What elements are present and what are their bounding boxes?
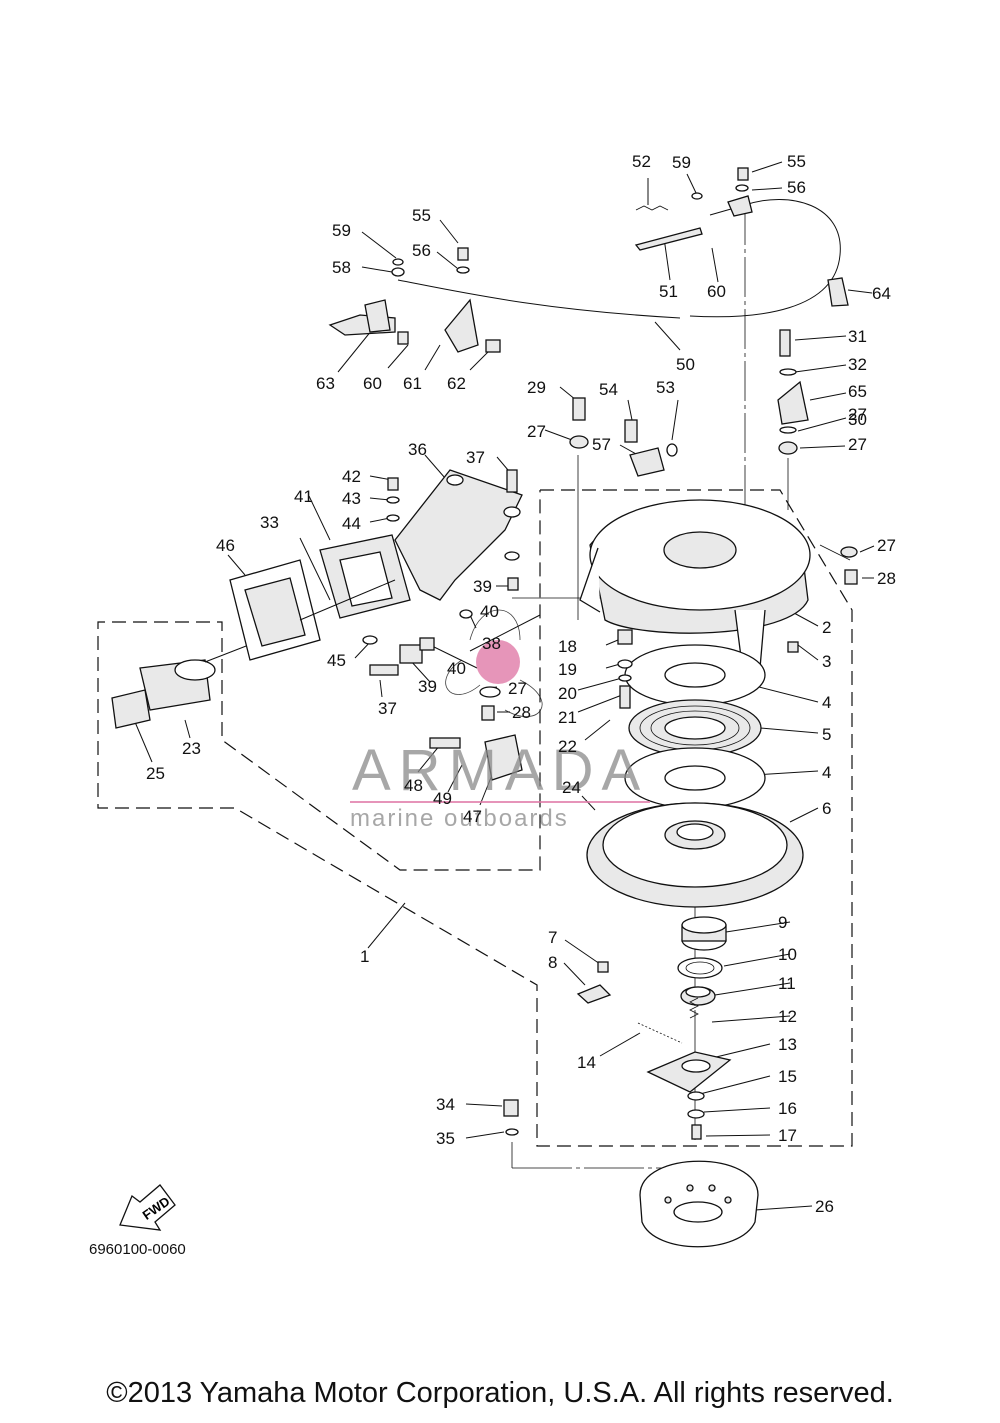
callout-17: 17 xyxy=(778,1126,797,1145)
pawl-parts xyxy=(576,916,732,1140)
callout-12: 12 xyxy=(778,1007,797,1026)
callout-61: 61 xyxy=(403,374,422,393)
callout-27-c: 27 xyxy=(848,435,867,454)
callout-9: 9 xyxy=(778,913,787,932)
callout-10: 10 xyxy=(778,945,797,964)
callout-53: 53 xyxy=(656,378,675,397)
callout-47: 47 xyxy=(463,807,482,826)
lockout-bracket xyxy=(394,469,523,601)
diagram-code: 6960100-0060 xyxy=(89,1241,186,1258)
callout-55-b: 55 xyxy=(412,206,431,225)
callout-57: 57 xyxy=(592,435,611,454)
callout-15: 15 xyxy=(778,1067,797,1086)
callout-41: 41 xyxy=(294,487,313,506)
pulley-cup xyxy=(639,1160,759,1248)
linkage-parts xyxy=(328,167,858,1136)
lockout-plunger xyxy=(369,637,523,781)
callout-56-a: 56 xyxy=(787,178,806,197)
callout-62: 62 xyxy=(447,374,466,393)
callout-4a: 4 xyxy=(822,693,831,712)
callout-16: 16 xyxy=(778,1099,797,1118)
callout-2: 2 xyxy=(822,618,831,637)
callout-48: 48 xyxy=(404,776,423,795)
callout-51: 51 xyxy=(659,282,678,301)
leader-lines xyxy=(134,161,875,1211)
callout-labels: 1 2 3 4 4 5 6 7 8 9 10 11 12 13 14 15 16… xyxy=(146,152,896,1216)
callout-27-b: 27 xyxy=(527,422,546,441)
callout-45: 45 xyxy=(327,651,346,670)
callout-29: 29 xyxy=(527,378,546,397)
spring-stack xyxy=(624,644,766,809)
callout-33: 33 xyxy=(260,513,279,532)
callout-60-b: 60 xyxy=(363,374,382,393)
callout-56-b: 56 xyxy=(412,241,431,260)
callout-32: 32 xyxy=(848,355,867,374)
callout-63: 63 xyxy=(316,374,335,393)
callout-65: 65 xyxy=(848,382,867,401)
callout-28-b: 28 xyxy=(512,703,531,722)
fwd-arrow-icon: FWD xyxy=(119,1184,176,1231)
callout-27-d: 27 xyxy=(877,536,896,555)
callout-64: 64 xyxy=(872,284,891,303)
copyright-notice: ©2013 Yamaha Motor Corporation, U.S.A. A… xyxy=(106,1377,894,1409)
callout-28-a: 28 xyxy=(877,569,896,588)
callout-39-a: 39 xyxy=(473,577,492,596)
callout-37-a: 37 xyxy=(466,448,485,467)
callout-13: 13 xyxy=(778,1035,797,1054)
callout-23: 23 xyxy=(182,739,201,758)
callout-50: 50 xyxy=(676,355,695,374)
callout-14: 14 xyxy=(577,1053,596,1072)
callout-58: 58 xyxy=(332,258,351,277)
callout-40-a: 40 xyxy=(480,602,499,621)
callout-44: 44 xyxy=(342,514,361,533)
callout-3: 3 xyxy=(822,652,831,671)
callout-30: 30 xyxy=(848,410,867,429)
callout-11: 11 xyxy=(778,974,796,993)
callout-37-b: 37 xyxy=(378,699,397,718)
callout-60-a: 60 xyxy=(707,282,726,301)
callout-59-b: 59 xyxy=(332,221,351,240)
callout-39-b: 39 xyxy=(418,677,437,696)
callout-18: 18 xyxy=(558,637,577,656)
watermark-brand: ARMADA xyxy=(352,738,648,803)
callout-40-b: 40 xyxy=(447,659,466,678)
starter-case xyxy=(299,534,411,621)
callout-4b: 4 xyxy=(822,763,831,782)
callout-25: 25 xyxy=(146,764,165,783)
sheave-drum xyxy=(586,802,804,908)
callout-27-a: 27 xyxy=(508,679,527,698)
callout-19: 19 xyxy=(558,660,577,679)
propeller-logo-icon xyxy=(476,640,520,684)
callout-34: 34 xyxy=(436,1095,455,1114)
callout-49: 49 xyxy=(433,789,452,808)
handle-guide xyxy=(229,559,321,661)
callout-22: 22 xyxy=(558,737,577,756)
callout-36: 36 xyxy=(408,440,427,459)
callout-46: 46 xyxy=(216,536,235,555)
callout-42: 42 xyxy=(342,467,361,486)
callout-8: 8 xyxy=(548,953,557,972)
dashed-group-boundaries xyxy=(97,489,853,1147)
callout-6: 6 xyxy=(822,799,831,818)
callout-52: 52 xyxy=(632,152,651,171)
callout-54: 54 xyxy=(599,380,618,399)
callout-5: 5 xyxy=(822,725,831,744)
callout-43: 43 xyxy=(342,489,361,508)
callout-27-e: 27 xyxy=(848,405,867,424)
callout-20: 20 xyxy=(558,684,577,703)
callout-31: 31 xyxy=(848,327,867,346)
starter-housing xyxy=(579,499,811,669)
callout-59-a: 59 xyxy=(672,153,691,172)
callout-26: 26 xyxy=(815,1197,834,1216)
callout-38: 38 xyxy=(482,634,501,653)
callout-1: 1 xyxy=(360,947,369,966)
callout-7: 7 xyxy=(548,928,557,947)
watermark-tagline: marine outboards xyxy=(350,805,569,832)
callout-24: 24 xyxy=(562,778,581,797)
callout-35: 35 xyxy=(436,1129,455,1148)
watermark: ARMADA marine outboards xyxy=(350,609,650,832)
callout-55-a: 55 xyxy=(787,152,806,171)
callout-21: 21 xyxy=(558,708,577,727)
